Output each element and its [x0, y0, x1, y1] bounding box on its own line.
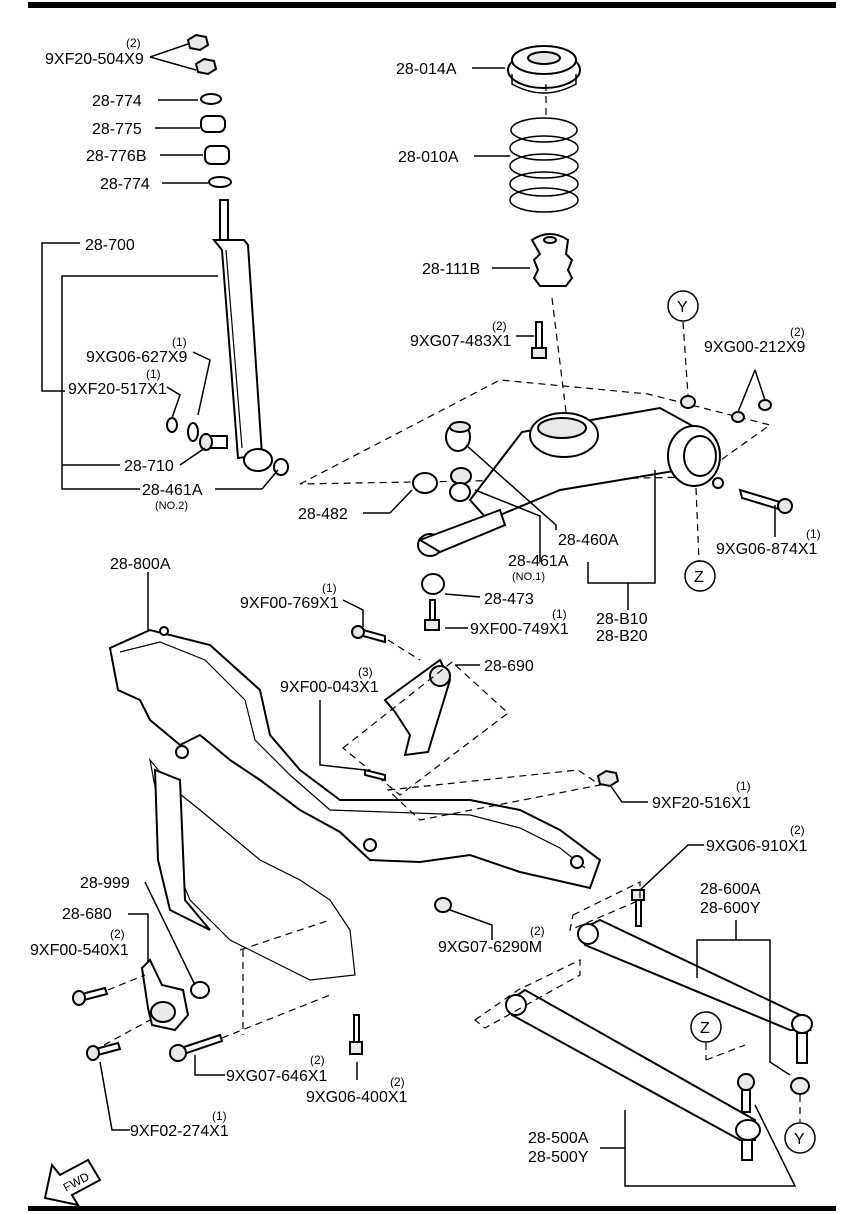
label-28-b10: 28-B10 — [596, 611, 648, 628]
label-28-600a: 28-600A — [700, 881, 761, 898]
qty-9xg06-627x9: (1) — [172, 335, 187, 349]
shock-absorber-group — [41, 33, 289, 490]
label-9xg07-6290m: 9XG07-6290M — [438, 939, 542, 956]
qty-9xg07-646x1: (2) — [310, 1053, 325, 1067]
label-9xf00-749x1: 9XF00-749X1 — [470, 621, 569, 638]
label-28-774-a: 28-774 — [92, 93, 142, 110]
label-28-473: 28-473 — [484, 591, 534, 608]
label-28-014a: 28-014A — [396, 61, 457, 78]
qty-9xg06-874x1: (1) — [806, 527, 821, 541]
spring-group — [472, 45, 581, 421]
label-9xf00-540x1: 9XF00-540X1 — [30, 942, 129, 959]
fwd-arrow-icon — [43, 1158, 102, 1207]
label-9xf20-516x1: 9XF20-516X1 — [652, 795, 751, 812]
label-28-461a-no1: 28-461A — [508, 553, 569, 570]
qty-9xf02-274x1: (1) — [212, 1109, 227, 1123]
qty-9xf20-504x9: (2) — [126, 36, 141, 50]
lateral-arm-upper-icon — [578, 918, 812, 1031]
bump-stop-icon — [530, 233, 574, 287]
label-28-b20: 28-B20 — [596, 628, 648, 645]
qty-9xf20-516x1: (1) — [736, 779, 751, 793]
qty-9xg07-483x1: (2) — [492, 319, 507, 333]
label-28-774-b: 28-774 — [100, 176, 150, 193]
qty-9xg07-6290m: (2) — [530, 924, 545, 938]
callout-z-right: Z — [694, 569, 704, 586]
label-28-710: 28-710 — [124, 458, 174, 475]
trailing-arm-icon — [468, 406, 702, 522]
label-9xf00-769x1: 9XF00-769X1 — [240, 595, 339, 612]
bushing-icon — [200, 115, 226, 133]
washer-icon — [208, 176, 232, 188]
top-border — [28, 2, 836, 8]
qty-9xf00-043x1: (3) — [358, 665, 373, 679]
qty-9xf00-540x1: (2) — [110, 927, 125, 941]
label-9xg06-910x1: 9XG06-910X1 — [706, 838, 808, 855]
label-9xg07-483x1: 9XG07-483X1 — [410, 333, 512, 350]
crossmember-group — [108, 572, 648, 1080]
qty-9xg00-212x9: (2) — [790, 325, 805, 339]
knuckle-group — [299, 290, 793, 631]
nut-icon — [194, 57, 218, 76]
lateral-arms-group — [473, 844, 816, 1187]
callout-y-top: Y — [677, 299, 688, 316]
bottom-border — [28, 1206, 836, 1211]
label-28-999: 28-999 — [80, 875, 130, 892]
qty-9xf00-749x1: (1) — [552, 607, 567, 621]
label-28-680: 28-680 — [62, 906, 112, 923]
label-28-111b: 28-111B — [422, 261, 480, 278]
label-9xg00-212x9: 9XG00-212X9 — [704, 339, 806, 356]
nut-icon — [186, 33, 210, 52]
coil-spring-icon — [510, 117, 578, 143]
label-28-461a-no2: 28-461A — [142, 482, 203, 499]
label-9xg06-627x9: 9XG06-627X9 — [86, 349, 188, 366]
qty-9xf20-517x1: (1) — [146, 367, 161, 381]
label-9xg06-400x1: 9XG06-400X1 — [306, 1089, 408, 1106]
label-28-600y: 28-600Y — [700, 900, 761, 917]
label-9xg07-646x1: 9XG07-646X1 — [226, 1068, 328, 1085]
label-9xf00-043x1: 9XF00-043X1 — [280, 679, 379, 696]
note-28-461a-no2: (NO.2) — [155, 500, 188, 512]
label-28-775: 28-775 — [92, 121, 142, 138]
note-28-461a-no1: (NO.1) — [512, 571, 545, 583]
qty-9xg06-400x1: (2) — [390, 1075, 405, 1089]
label-28-010a: 28-010A — [398, 149, 459, 166]
label-28-700: 28-700 — [85, 237, 135, 254]
qty-9xf00-769x1: (1) — [322, 581, 337, 595]
shock-body-icon — [211, 239, 264, 460]
callout-y-bottom: Y — [794, 1131, 805, 1148]
bushing-icon — [204, 145, 230, 165]
label-9xf20-504x9: 9XF20-504X9 — [45, 51, 144, 68]
lateral-arm-lower-icon — [508, 988, 756, 1141]
mount-group — [72, 881, 331, 1131]
crossmember-icon — [108, 628, 602, 890]
qty-9xg06-910x1: (2) — [790, 823, 805, 837]
label-28-482: 28-482 — [298, 506, 348, 523]
label-9xf02-274x1: 9XF02-274X1 — [130, 1123, 229, 1140]
label-28-800a: 28-800A — [110, 556, 171, 573]
label-28-690: 28-690 — [484, 658, 534, 675]
label-28-460a: 28-460A — [558, 532, 619, 549]
callout-z-bottom: Z — [700, 1020, 710, 1037]
label-28-776b: 28-776B — [86, 148, 147, 165]
label-28-500y: 28-500Y — [528, 1149, 589, 1166]
label-9xg06-874x1: 9XG06-874X1 — [716, 541, 818, 558]
label-28-500a: 28-500A — [528, 1130, 589, 1147]
washer-icon — [200, 93, 222, 105]
label-9xf20-517x1: 9XF20-517X1 — [68, 381, 167, 398]
